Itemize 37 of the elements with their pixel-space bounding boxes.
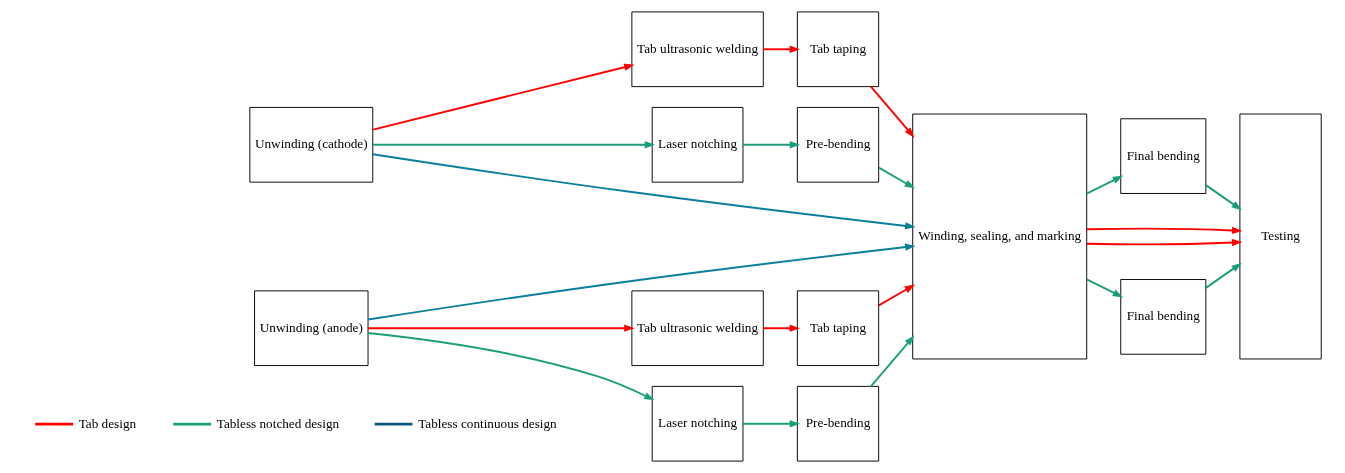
arrow <box>1085 226 1242 235</box>
node-box: Pre-bending <box>796 106 879 183</box>
arrow <box>1204 262 1242 289</box>
arrow <box>869 85 914 138</box>
node-box: Pre-bending <box>796 385 879 462</box>
node-box: Laser notching <box>651 385 743 462</box>
legend-label: Tab design <box>78 415 136 431</box>
node-box: Final bending <box>1119 118 1206 194</box>
arrow <box>761 45 800 53</box>
node-box: Unwinding (cathode) <box>248 106 373 183</box>
node-box: Winding, sealing, and marking <box>911 113 1087 360</box>
arrow <box>741 141 800 149</box>
node-box: Testing <box>1238 113 1322 360</box>
arrow <box>761 324 800 332</box>
arrow <box>371 153 915 230</box>
arrow <box>1204 184 1242 211</box>
arrow <box>869 335 914 388</box>
node-box: Unwinding (anode) <box>253 290 368 367</box>
arrow <box>1085 278 1123 298</box>
node-box: Tab taping <box>796 11 879 88</box>
arrow <box>371 141 655 149</box>
legend-label: Tabless continuous design <box>417 415 557 431</box>
arrow <box>366 324 635 332</box>
node-box: Laser notching <box>651 106 743 183</box>
arrow <box>366 332 655 401</box>
arrow <box>366 243 915 321</box>
node-box: Tab ultrasonic welding <box>630 290 764 367</box>
node-box: Tab taping <box>796 290 879 367</box>
arrow <box>877 284 915 307</box>
arrow <box>371 63 635 131</box>
arrow <box>1085 175 1123 195</box>
node-box: Final bending <box>1119 279 1206 355</box>
arrow <box>1085 238 1242 247</box>
node-box: Tab ultrasonic welding <box>630 11 764 88</box>
legend-label: Tabless notched design <box>216 415 339 431</box>
arrow <box>877 166 915 189</box>
arrow <box>741 420 800 428</box>
